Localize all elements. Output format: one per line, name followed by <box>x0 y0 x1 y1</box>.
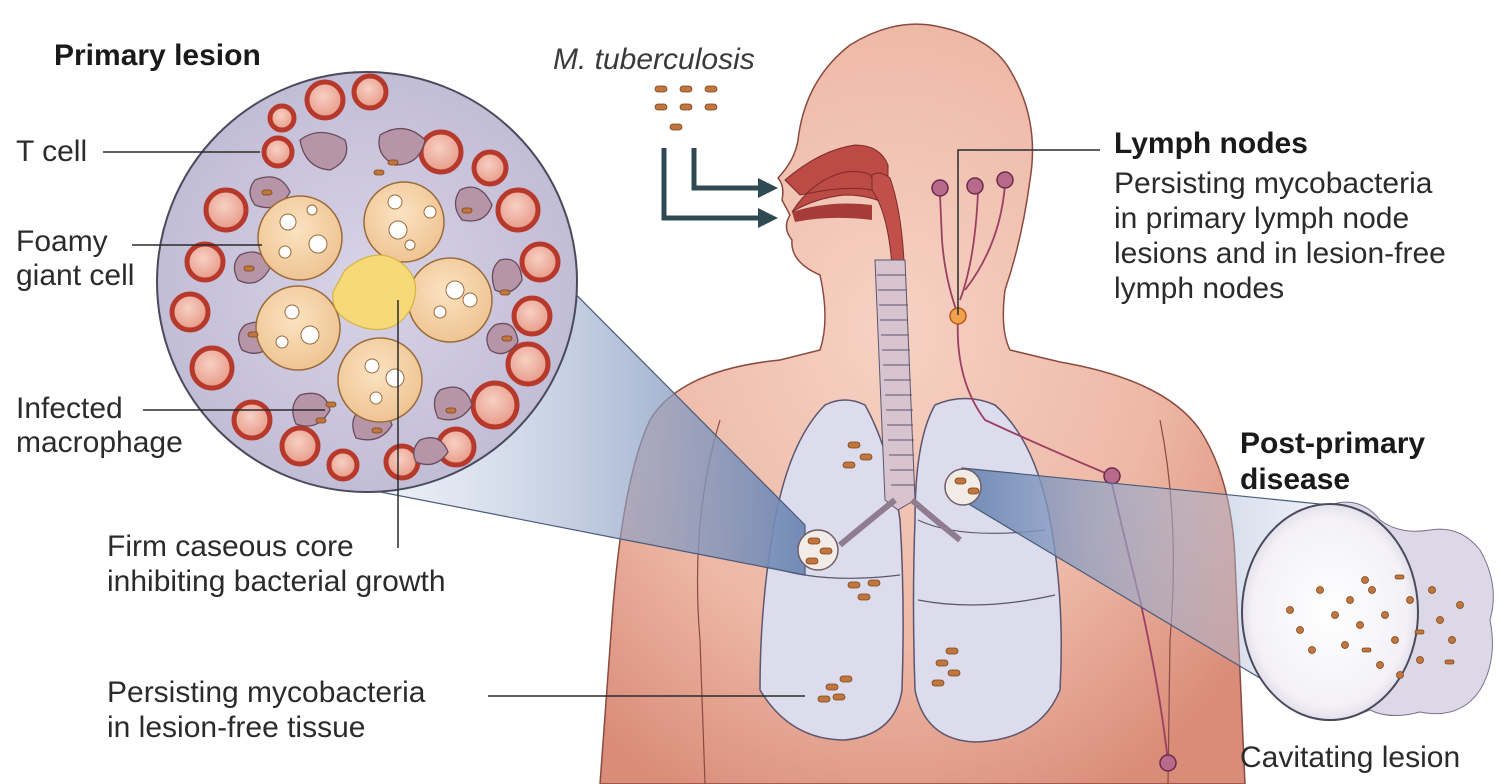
foamy-label-line1: Foamy <box>16 224 108 260</box>
core-label-line2: inhibiting bacterial growth <box>107 564 446 600</box>
lymph-node-2 <box>967 178 983 194</box>
lymph-desc-line1: Persisting mycobacteria <box>1114 166 1432 202</box>
post-primary-heading-line2: disease <box>1240 462 1350 498</box>
lymph-desc-line3: lesions and in lesion-free <box>1114 236 1446 272</box>
lymph-desc-line2: in primary lymph node <box>1114 201 1409 237</box>
cavitating-lesion <box>1242 502 1493 720</box>
lymph-desc-line4: lymph nodes <box>1114 271 1284 307</box>
foamy-label-line2: giant cell <box>16 258 134 294</box>
post-primary-heading-line1: Post-primary <box>1240 426 1425 462</box>
lymph-node-5 <box>1160 755 1176 771</box>
persisting-label-line1: Persisting mycobacteria <box>107 675 425 711</box>
post-primary-lung-lesion <box>945 469 981 505</box>
lymph-node-3 <box>997 172 1013 188</box>
inhaled-bacteria <box>655 86 717 130</box>
granuloma-zoom <box>157 72 577 492</box>
infected-label-line2: macrophage <box>16 425 183 461</box>
lymph-node-4 <box>1104 468 1120 484</box>
core-label-line1: Firm caseous core <box>107 529 354 565</box>
inhalation-arrows <box>664 148 760 218</box>
t-cell-label: T cell <box>16 134 87 170</box>
mtb-label: M. tuberculosis <box>553 42 755 78</box>
persisting-label-line2: in lesion-free tissue <box>107 710 365 746</box>
lymph-nodes-heading: Lymph nodes <box>1114 126 1308 162</box>
cavitating-lesion-label: Cavitating lesion <box>1240 740 1460 776</box>
lymph-node-1 <box>932 180 948 196</box>
arrow-head-1 <box>758 178 778 198</box>
infected-label-line1: Infected <box>16 391 123 427</box>
arrow-head-2 <box>758 208 778 228</box>
primary-lesion-heading: Primary lesion <box>54 38 261 74</box>
